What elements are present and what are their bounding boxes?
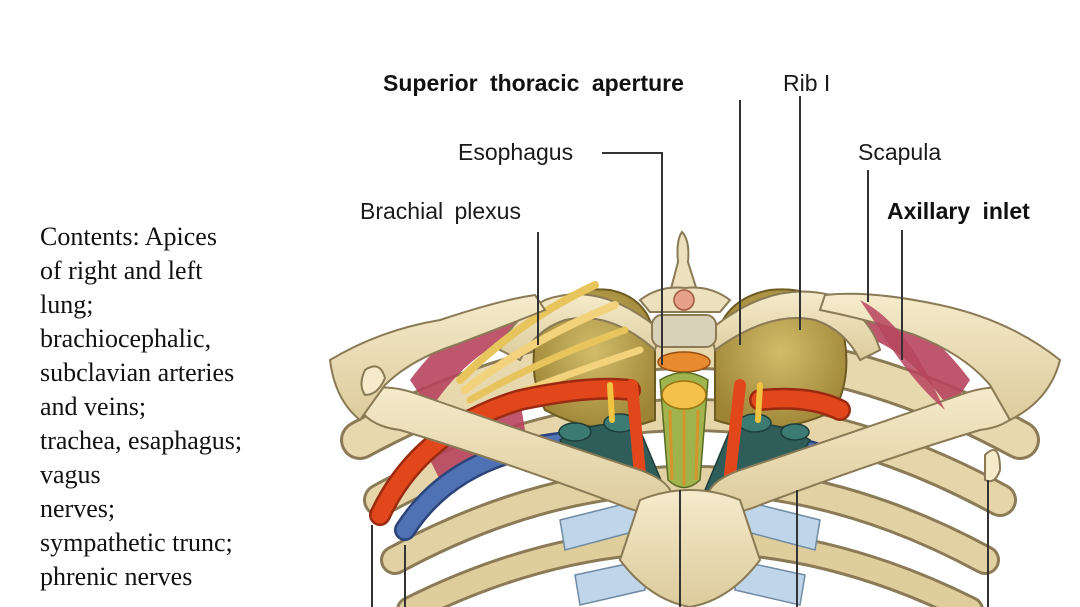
contents-line: trachea, esaphagus; <box>40 426 243 455</box>
contents-line: nerves; <box>40 494 116 523</box>
left-scapula <box>818 292 1062 422</box>
contents-line: brachiocephalic, <box>40 324 212 353</box>
contents-line: Contents: Apices <box>40 222 217 251</box>
right-coracoid <box>360 365 387 397</box>
label-superior-thoracic-aperture: Superior thoracic aperture <box>383 70 684 96</box>
contents-line: and veins; <box>40 392 147 421</box>
esophagus-trachea <box>657 351 711 489</box>
leader-lines <box>371 96 989 607</box>
contents-line: lung; <box>40 290 94 319</box>
carotid-arteries <box>607 379 763 481</box>
vessel-lumen <box>780 423 810 441</box>
contents-line: vagus <box>40 460 101 489</box>
contents-line: subclavian arteries <box>40 358 235 387</box>
left-acromion <box>984 449 1002 483</box>
manubrium <box>618 489 762 607</box>
rib-arc <box>343 333 1037 457</box>
contents-line: of right and left <box>40 256 203 285</box>
label-esophagus: Esophagus <box>458 139 574 165</box>
contents-text-block: Contents: Apices of right and left lung;… <box>40 220 280 594</box>
label-rib-1: Rib I <box>783 70 831 96</box>
vessel-lumen <box>738 413 772 433</box>
costal-cartilages <box>559 499 821 606</box>
label-scapula: Scapula <box>858 139 942 165</box>
label-axillary-inlet: Axillary inlet <box>887 198 1030 224</box>
leader-esophagus <box>602 152 663 365</box>
contents-line: sympathetic trunc; <box>40 528 233 557</box>
right-scapula <box>328 293 547 422</box>
vessel-lumen <box>558 422 592 442</box>
label-brachial-plexus: Brachial plexus <box>360 198 521 224</box>
vertebra <box>638 230 732 348</box>
contents-line: phrenic nerves <box>40 562 193 591</box>
